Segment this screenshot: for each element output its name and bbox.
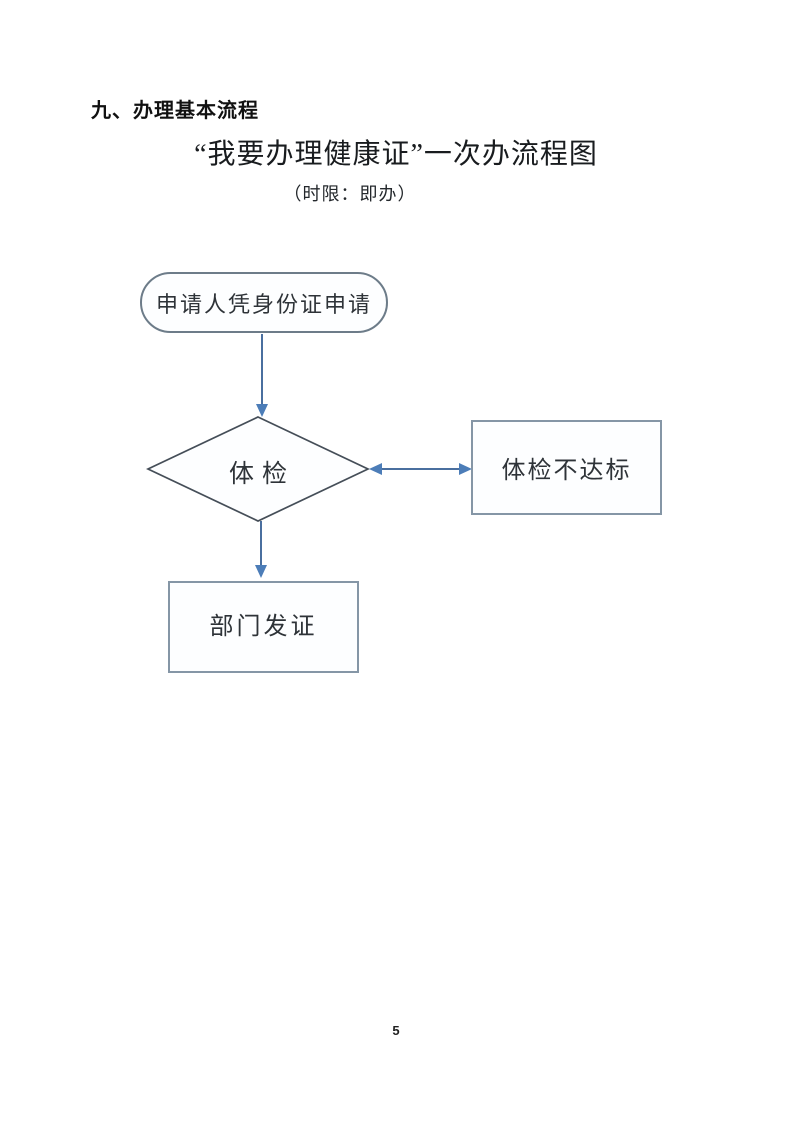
node-start: 申请人凭身份证申请 — [140, 272, 388, 333]
flowchart-subtitle: （时限：即办） — [283, 184, 417, 204]
decision-diamond-shape — [146, 416, 370, 522]
page-number: 5 — [392, 1023, 400, 1038]
node-decision-label: 体检 — [228, 461, 295, 488]
arrowhead-down-icon — [256, 404, 268, 417]
node-issue: 部门发证 — [168, 581, 359, 673]
flowchart-title: “我要办理健康证”一次办流程图 — [194, 139, 598, 170]
arrowhead-right-icon — [459, 463, 472, 475]
section-heading: 九、办理基本流程 — [91, 100, 259, 122]
node-start-label: 申请人凭身份证申请 — [155, 291, 372, 317]
arrow-start-to-decision — [256, 334, 268, 417]
node-fail-label: 体检不达标 — [501, 458, 632, 484]
node-fail: 体检不达标 — [471, 420, 662, 515]
arrowhead-down-icon — [255, 565, 267, 578]
arrow-decision-to-issue — [255, 521, 267, 578]
arrowhead-left-icon — [369, 463, 382, 475]
node-issue-label: 部门发证 — [209, 613, 318, 640]
arrow-decision-to-fail — [369, 463, 472, 475]
